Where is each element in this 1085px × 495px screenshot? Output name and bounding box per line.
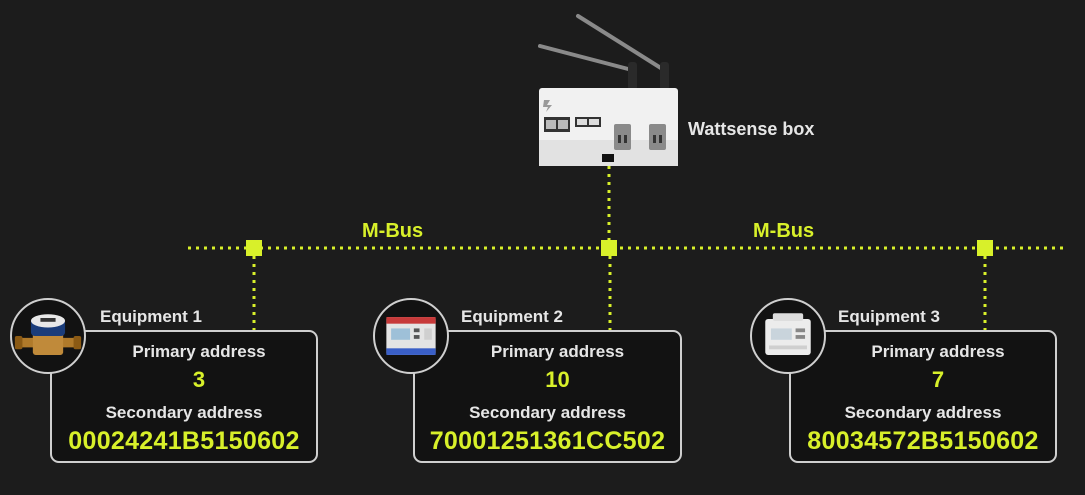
primary-address-value: 10 — [545, 367, 570, 392]
secondary-address-value: 70001251361CC502 — [429, 427, 666, 455]
equipment-card-2: Primary address 10 Secondary address 700… — [413, 330, 682, 463]
secondary-address-label: Secondary address — [105, 403, 263, 422]
secondary-address-label: Secondary address — [469, 403, 626, 422]
equipment-name-2: Equipment 2 — [461, 307, 564, 326]
water-meter-icon — [14, 314, 82, 355]
secondary-address-label: Secondary address — [844, 403, 1002, 422]
equipment-2-avatar — [373, 298, 449, 374]
primary-address-label: Primary address — [132, 342, 266, 361]
primary-address-label: Primary address — [871, 342, 1005, 361]
equipment-name-3: Equipment 3 — [838, 307, 941, 326]
gateway-label: Wattsense box — [688, 119, 815, 139]
wattsense-box-icon — [538, 14, 678, 166]
secondary-address-value: 80034572B5150602 — [807, 427, 1039, 455]
din-rail-meter-icon — [765, 313, 811, 355]
energy-meter-icon — [386, 317, 436, 355]
equipment-3-avatar — [750, 298, 826, 374]
equipment-card-3: Primary address 7 Secondary address 8003… — [789, 330, 1057, 463]
primary-address-label: Primary address — [490, 342, 625, 361]
primary-address-value: 7 — [931, 367, 945, 392]
equipment-card-1: Primary address 3 Secondary address 0002… — [50, 330, 318, 463]
mbus-label-1: M-Bus — [362, 220, 424, 242]
equipment-name-1: Equipment 1 — [100, 307, 203, 326]
bus-node-3 — [977, 240, 993, 256]
primary-address-value: 3 — [192, 367, 206, 392]
bus-node-2 — [601, 240, 617, 256]
mbus-label-2: M-Bus — [753, 220, 815, 242]
bus-node-1 — [246, 240, 262, 256]
secondary-address-value: 00024241B5150602 — [68, 427, 300, 455]
equipment-1-avatar — [10, 298, 86, 374]
